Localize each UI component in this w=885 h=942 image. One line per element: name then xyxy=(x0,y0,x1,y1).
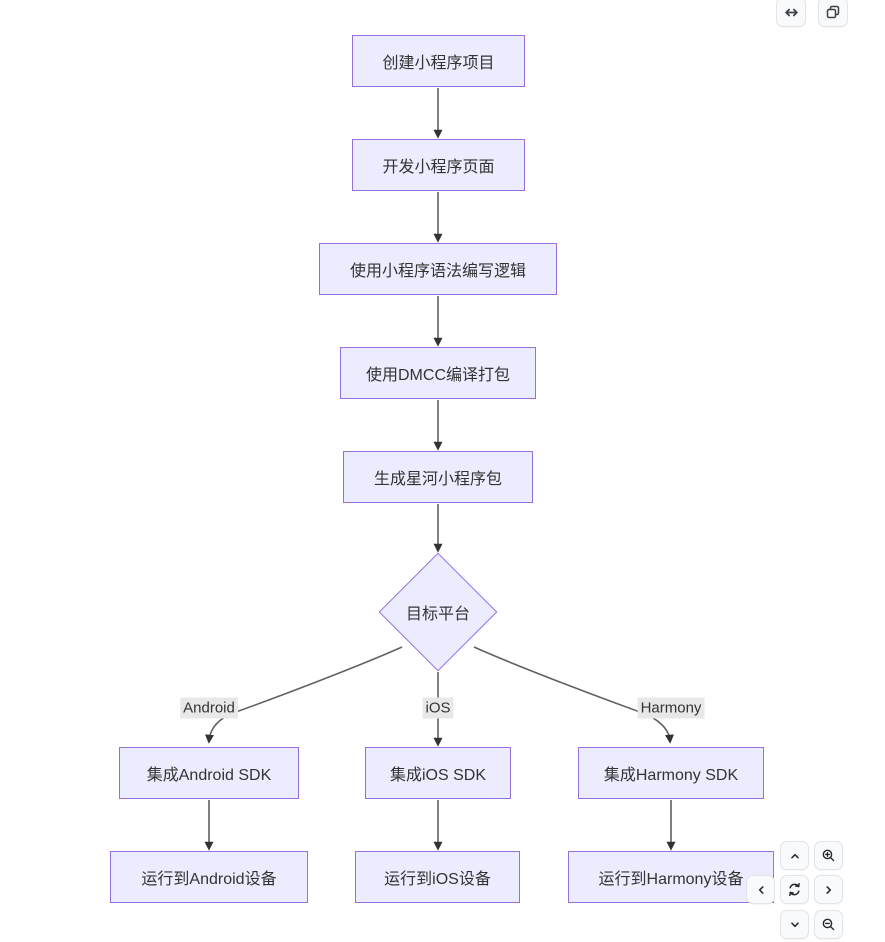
edge-label-android: Android xyxy=(180,697,238,719)
flow-node-label: 集成Android SDK xyxy=(146,767,272,784)
zoom-in-button[interactable] xyxy=(814,841,843,870)
flow-node-generate-package: 生成星河小程序包 xyxy=(343,451,533,503)
flow-node-label: 使用DMCC编译打包 xyxy=(366,367,510,384)
edge-platform-harmony xyxy=(473,646,674,744)
flow-node-create-project: 创建小程序项目 xyxy=(352,35,525,87)
flow-node-run-harmony: 运行到Harmony设备 xyxy=(568,851,774,903)
flow-node-label: 集成Harmony SDK xyxy=(603,767,739,784)
flow-node-label: 创建小程序项目 xyxy=(382,55,495,72)
flow-node-dmcc-compile: 使用DMCC编译打包 xyxy=(340,347,536,399)
flow-node-label: 运行到Harmony设备 xyxy=(598,871,744,888)
flow-node-develop-pages: 开发小程序页面 xyxy=(352,139,525,191)
copy-button[interactable] xyxy=(818,0,848,27)
chevron-left-icon xyxy=(754,883,768,897)
flow-node-run-android: 运行到Android设备 xyxy=(110,851,308,903)
edge-platform-android xyxy=(205,646,403,744)
flow-decision-label: 目标平台 xyxy=(405,606,471,623)
expand-width-button[interactable] xyxy=(776,0,806,27)
flow-node-sdk-harmony: 集成Harmony SDK xyxy=(578,747,764,799)
chevron-up-icon xyxy=(788,849,802,863)
flow-node-write-logic: 使用小程序语法编写逻辑 xyxy=(319,243,557,295)
reset-view-icon xyxy=(787,882,802,897)
flow-node-label: 运行到Android设备 xyxy=(141,871,277,888)
reset-view-button[interactable] xyxy=(780,875,809,904)
flow-node-label: 运行到iOS设备 xyxy=(384,871,491,888)
chevron-down-icon xyxy=(788,918,802,932)
pan-right-button[interactable] xyxy=(814,875,843,904)
pan-up-button[interactable] xyxy=(780,841,809,870)
flow-node-label: 集成iOS SDK xyxy=(389,767,487,784)
flow-node-label: 生成星河小程序包 xyxy=(373,471,502,488)
flow-node-run-ios: 运行到iOS设备 xyxy=(355,851,520,903)
flow-node-sdk-ios: 集成iOS SDK xyxy=(365,747,511,799)
edge-label-ios: iOS xyxy=(422,697,454,719)
pan-down-button[interactable] xyxy=(780,910,809,939)
flow-node-sdk-android: 集成Android SDK xyxy=(119,747,299,799)
zoom-out-icon xyxy=(821,917,836,932)
copy-icon xyxy=(825,4,841,20)
pan-left-button[interactable] xyxy=(746,875,775,904)
flow-node-label: 开发小程序页面 xyxy=(382,159,495,176)
flow-node-label: 使用小程序语法编写逻辑 xyxy=(349,263,526,280)
edge-label-harmony: Harmony xyxy=(637,697,705,719)
chevron-right-icon xyxy=(822,883,836,897)
zoom-in-icon xyxy=(821,848,836,863)
expand-horizontal-icon xyxy=(783,4,800,21)
zoom-out-button[interactable] xyxy=(814,910,843,939)
